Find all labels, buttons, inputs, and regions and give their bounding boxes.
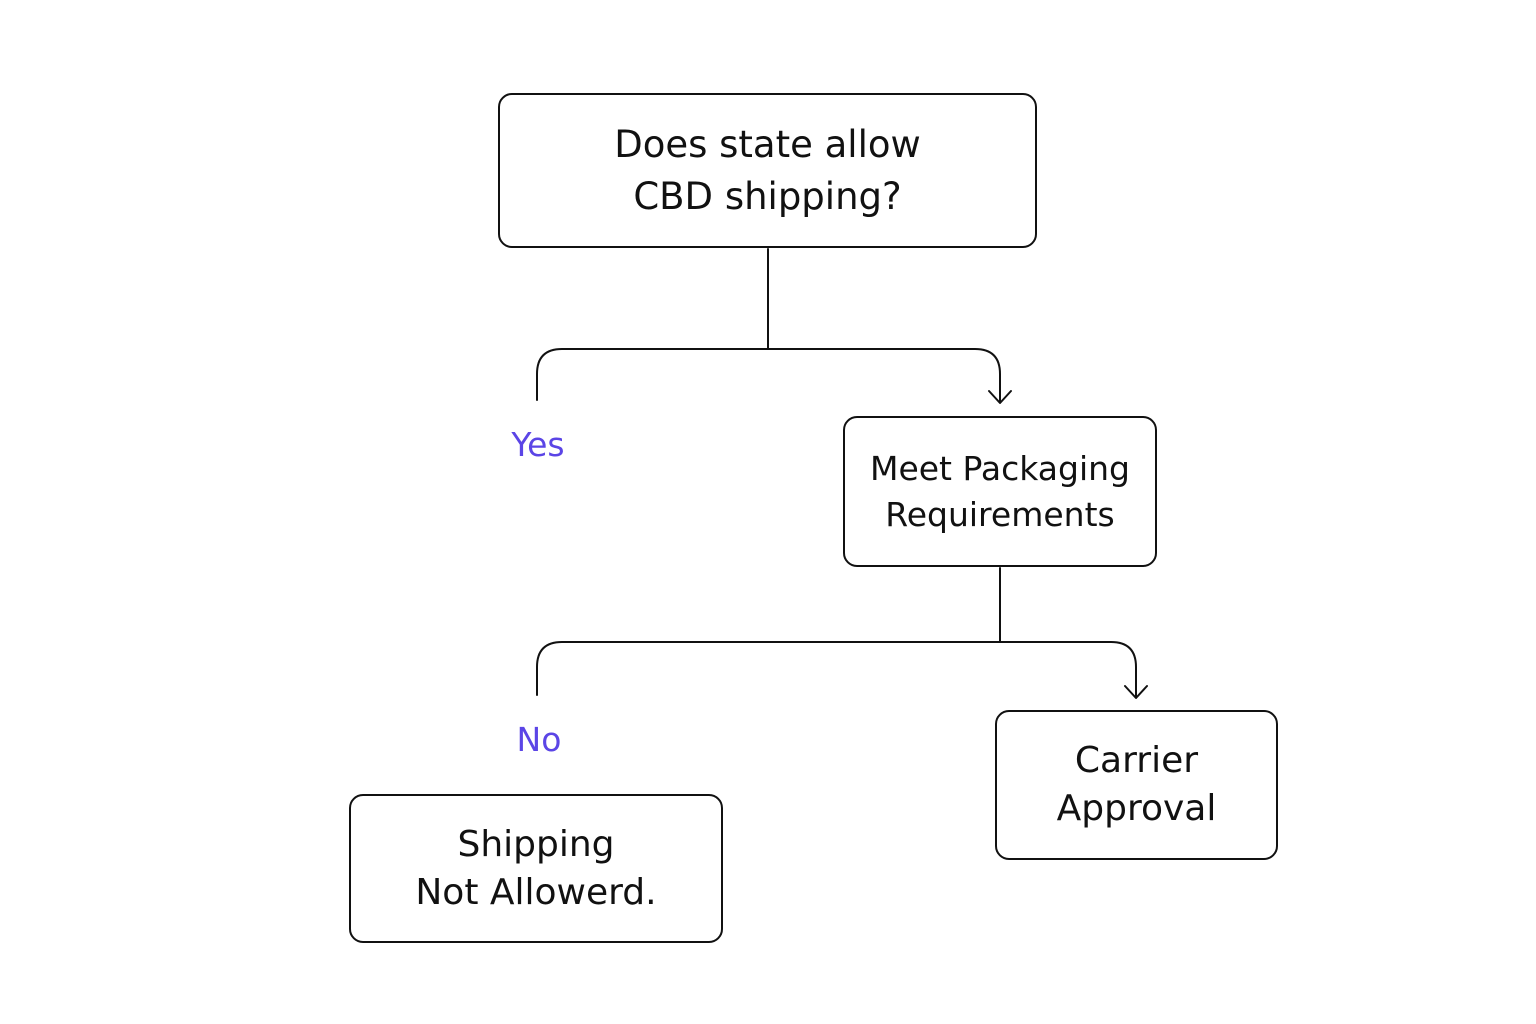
arrowhead-to-packaging [988,390,1012,404]
process-node-packaging: Meet Packaging Requirements [843,416,1157,567]
branch-label-no: No [516,720,562,759]
connector-to-carrier [999,641,1137,698]
branch-label-yes: Yes [511,425,565,464]
process-node-carrier-approval: Carrier Approval [995,710,1278,860]
connector-yes-branch [536,348,769,401]
terminal-node-text: Shipping Not Allowerd. [415,823,657,913]
terminal-node-not-allowed: Shipping Not Allowerd. [349,794,723,943]
arrowhead-to-carrier [1124,685,1148,699]
connector-no-branch [536,641,1001,696]
connector-to-packaging [767,348,1001,403]
decision-node-text: Does state allow CBD shipping? [614,122,921,218]
decision-node-state-allows: Does state allow CBD shipping? [498,93,1037,248]
process-node-text: Carrier Approval [1056,740,1217,829]
process-node-text: Meet Packaging Requirements [869,448,1131,534]
